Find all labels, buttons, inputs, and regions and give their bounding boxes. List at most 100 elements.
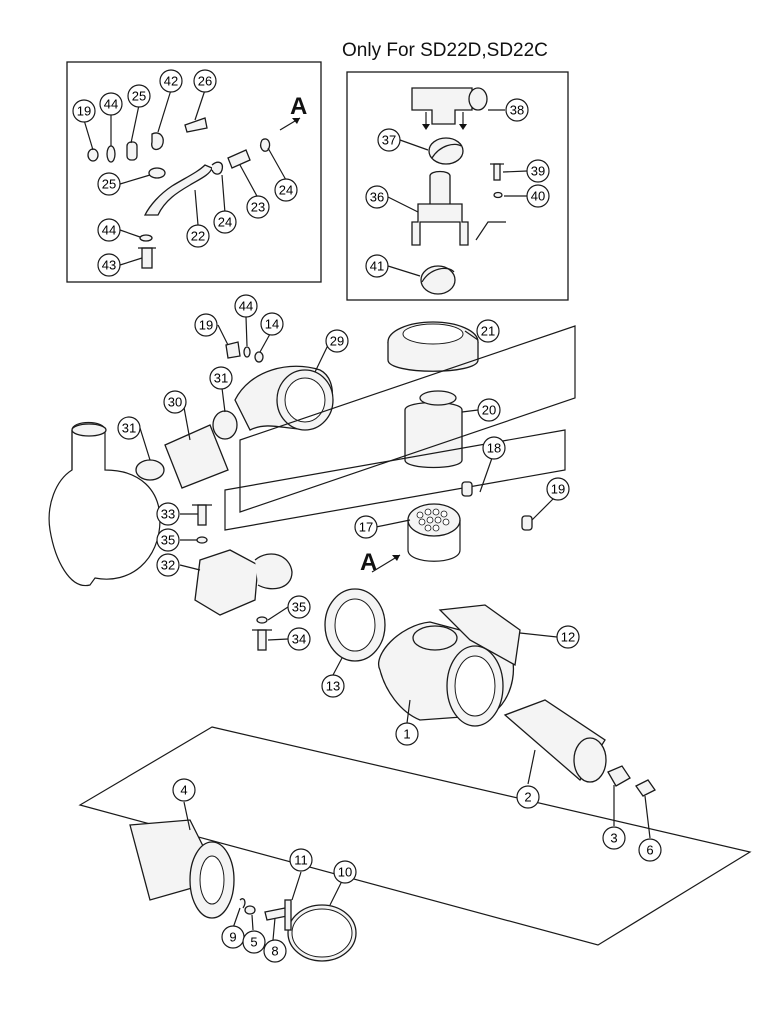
svg-text:11: 11 [294, 853, 308, 868]
svg-text:24: 24 [218, 215, 232, 230]
svg-text:14: 14 [265, 317, 279, 332]
detail-a-parts [87, 117, 271, 269]
callout-13: 13 [321, 674, 345, 698]
sd22-variant-parts [411, 87, 506, 295]
callout-35b: 35 [287, 595, 311, 619]
svg-text:6: 6 [646, 843, 653, 858]
svg-text:37: 37 [382, 133, 396, 148]
callout-31b: 31 [209, 366, 233, 390]
svg-text:41: 41 [370, 259, 384, 274]
svg-text:29: 29 [330, 334, 344, 349]
view-letter-main: A [360, 549, 377, 576]
svg-text:32: 32 [161, 558, 175, 573]
callout-43: 43 [97, 253, 121, 277]
svg-text:25: 25 [132, 89, 146, 104]
callout-4: 4 [172, 778, 196, 802]
callout-19a: 19 [72, 99, 96, 123]
view-letter: A [290, 93, 307, 120]
callout-24a: 24 [213, 210, 237, 234]
svg-text:26: 26 [198, 74, 212, 89]
callout-20: 20 [477, 398, 501, 422]
svg-text:44: 44 [239, 299, 253, 314]
callout-5: 5 [242, 930, 266, 954]
svg-text:19: 19 [551, 482, 565, 497]
callout-18: 18 [482, 436, 506, 460]
svg-text:22: 22 [191, 229, 205, 244]
callout-17: 17 [354, 515, 378, 539]
callout-33: 33 [156, 502, 180, 526]
callout-8: 8 [263, 939, 287, 963]
callout-36: 36 [365, 185, 389, 209]
callout-21: 21 [476, 319, 500, 343]
callout-31a: 31 [117, 416, 141, 440]
callout-26: 26 [193, 69, 217, 93]
svg-text:40: 40 [531, 189, 545, 204]
callout-12: 12 [556, 625, 580, 649]
callout-25b: 25 [97, 172, 121, 196]
svg-text:18: 18 [487, 441, 501, 456]
callout-40: 40 [526, 184, 550, 208]
callout-6: 6 [638, 838, 662, 862]
callout-41: 41 [365, 254, 389, 278]
main-assembly [48, 321, 752, 962]
svg-text:5: 5 [250, 935, 257, 950]
svg-text:3: 3 [610, 831, 617, 846]
callout-38: 38 [505, 98, 529, 122]
callout-30: 30 [163, 390, 187, 414]
svg-text:30: 30 [168, 395, 182, 410]
callout-35a: 35 [156, 528, 180, 552]
view-arrow-main-head [392, 555, 400, 561]
callout-11: 11 [289, 848, 313, 872]
callout-39: 39 [526, 159, 550, 183]
callout-25a: 25 [127, 84, 151, 108]
svg-text:25: 25 [102, 177, 116, 192]
svg-text:19: 19 [199, 318, 213, 333]
svg-text:44: 44 [102, 223, 116, 238]
svg-text:31: 31 [214, 371, 228, 386]
svg-text:34: 34 [292, 632, 306, 647]
callout-14: 14 [260, 312, 284, 336]
callout-2: 2 [516, 785, 540, 809]
svg-text:21: 21 [481, 324, 495, 339]
svg-text:42: 42 [164, 74, 178, 89]
svg-text:43: 43 [102, 258, 116, 273]
svg-text:33: 33 [161, 507, 175, 522]
callout-37: 37 [377, 128, 401, 152]
svg-text:2: 2 [524, 790, 531, 805]
detail-a-frame [66, 61, 322, 283]
svg-text:8: 8 [271, 944, 278, 959]
callout-34: 34 [287, 627, 311, 651]
svg-text:13: 13 [326, 679, 340, 694]
svg-text:1: 1 [403, 727, 410, 742]
svg-text:44: 44 [104, 97, 118, 112]
callout-10: 10 [333, 860, 357, 884]
callout-44b: 44 [97, 218, 121, 242]
svg-text:35: 35 [292, 600, 306, 615]
callout-29: 29 [325, 329, 349, 353]
callout-9: 9 [221, 925, 245, 949]
callout-22: 22 [186, 224, 210, 248]
callout-44a: 44 [99, 92, 123, 116]
svg-text:20: 20 [482, 403, 496, 418]
view-arrow-head [292, 118, 300, 124]
svg-text:17: 17 [359, 520, 373, 535]
svg-text:31: 31 [122, 421, 136, 436]
sd22-variant-frame [346, 71, 569, 301]
callout-32: 32 [156, 553, 180, 577]
svg-text:9: 9 [229, 930, 236, 945]
svg-text:35: 35 [161, 533, 175, 548]
svg-text:19: 19 [77, 104, 91, 119]
callout-19c: 19 [546, 477, 570, 501]
callout-44c: 44 [234, 294, 258, 318]
svg-text:36: 36 [370, 190, 384, 205]
svg-text:4: 4 [180, 783, 187, 798]
svg-text:38: 38 [510, 103, 524, 118]
svg-text:10: 10 [338, 865, 352, 880]
callout-3: 3 [602, 826, 626, 850]
callout-19b: 19 [194, 313, 218, 337]
svg-text:23: 23 [251, 200, 265, 215]
callout-24b: 24 [274, 178, 298, 202]
callout-42: 42 [159, 69, 183, 93]
caption: Only For SD22D,SD22C [342, 40, 548, 61]
